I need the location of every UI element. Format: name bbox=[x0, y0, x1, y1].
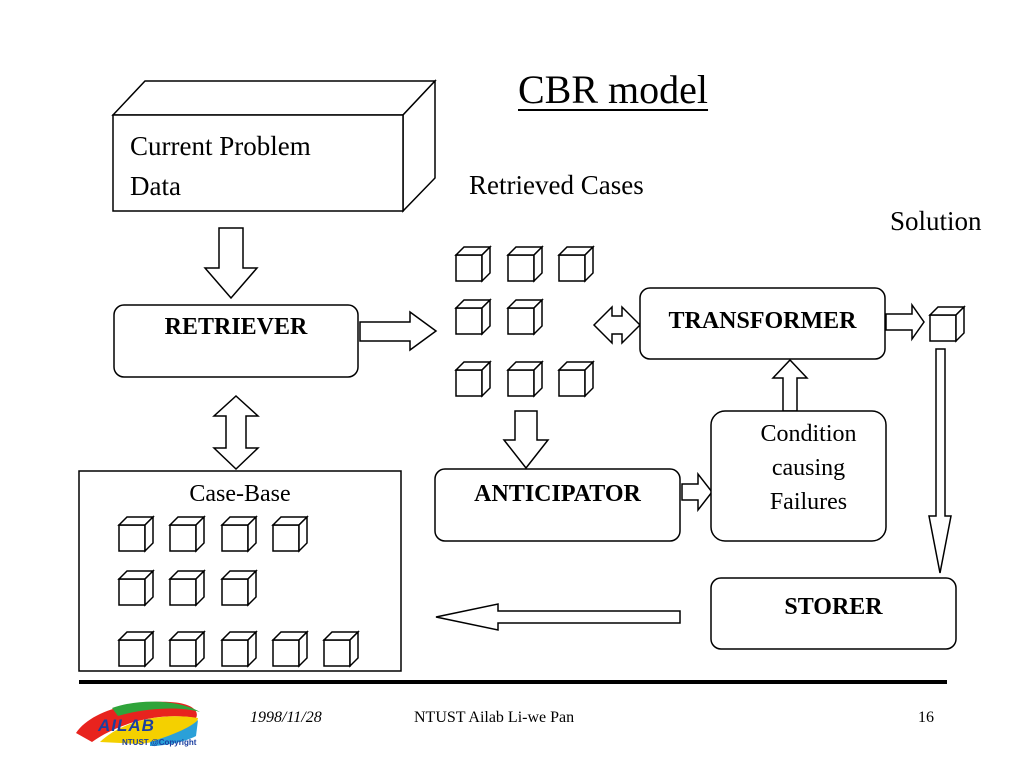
arrow-problem-to-retriever bbox=[203, 227, 259, 300]
arrow-retriever-casebase bbox=[212, 394, 260, 471]
arrow-solution-to-storer bbox=[928, 348, 952, 574]
case-cube bbox=[221, 631, 257, 667]
retriever-box bbox=[113, 304, 359, 378]
logo-subtext: NTUST @Copyright bbox=[122, 738, 197, 747]
case-cube bbox=[558, 361, 594, 397]
case-cube bbox=[169, 631, 205, 667]
arrow-condition-to-transformer bbox=[771, 358, 809, 412]
case-cube bbox=[272, 516, 308, 552]
retrieved-cases-cubes bbox=[455, 246, 594, 397]
case-cube bbox=[455, 361, 491, 397]
current-problem-box bbox=[111, 79, 437, 213]
footer-date: 1998/11/28 bbox=[250, 709, 322, 726]
current-problem-label-line1: Current Problem bbox=[130, 131, 311, 161]
case-cube bbox=[323, 631, 359, 667]
footer-author: NTUST Ailab Li-we Pan bbox=[414, 709, 575, 726]
case-cube bbox=[118, 631, 154, 667]
arrow-cases-to-anticipator bbox=[502, 410, 550, 470]
case-cube bbox=[455, 299, 491, 335]
arrow-anticipator-to-condition bbox=[681, 471, 713, 513]
case-cube bbox=[272, 631, 308, 667]
transformer-label: TRANSFORMER bbox=[668, 308, 857, 334]
case-cube bbox=[118, 570, 154, 606]
case-base-label: Case-Base bbox=[189, 481, 291, 507]
case-cube bbox=[507, 361, 543, 397]
arrow-storer-to-casebase bbox=[435, 603, 681, 631]
transformer-box bbox=[639, 287, 886, 360]
case-cube bbox=[221, 516, 257, 552]
case-cube bbox=[169, 516, 205, 552]
anticipator-box bbox=[434, 468, 681, 542]
condition-label-line1: Condition bbox=[760, 421, 857, 447]
storer-box bbox=[710, 577, 957, 650]
footer-page-number: 16 bbox=[918, 709, 934, 726]
case-cube bbox=[507, 246, 543, 282]
solution-label: Solution bbox=[890, 206, 982, 236]
condition-label-line2: causing bbox=[771, 455, 846, 481]
arrow-transformer-to-solution bbox=[885, 302, 925, 342]
slide-title: CBR model bbox=[518, 67, 709, 112]
anticipator-label: ANTICIPATOR bbox=[474, 481, 641, 507]
arrow-cases-transformer bbox=[592, 305, 642, 345]
logo-text: AILAB bbox=[98, 716, 155, 735]
solution-cube bbox=[929, 306, 965, 342]
current-problem-label-line2: Data bbox=[130, 171, 181, 201]
case-cube bbox=[558, 246, 594, 282]
case-cube bbox=[169, 570, 205, 606]
condition-box bbox=[710, 410, 887, 542]
case-cube bbox=[455, 246, 491, 282]
arrow-retriever-to-cases bbox=[359, 310, 438, 352]
case-cube bbox=[507, 299, 543, 335]
ailab-logo bbox=[76, 701, 200, 746]
footer-rule bbox=[79, 680, 947, 684]
case-cube bbox=[118, 516, 154, 552]
retriever-label: RETRIEVER bbox=[164, 314, 308, 340]
condition-label-line3: Failures bbox=[769, 489, 848, 515]
case-cube bbox=[221, 570, 257, 606]
retrieved-cases-label: Retrieved Cases bbox=[469, 170, 644, 200]
storer-label: STORER bbox=[784, 594, 883, 620]
